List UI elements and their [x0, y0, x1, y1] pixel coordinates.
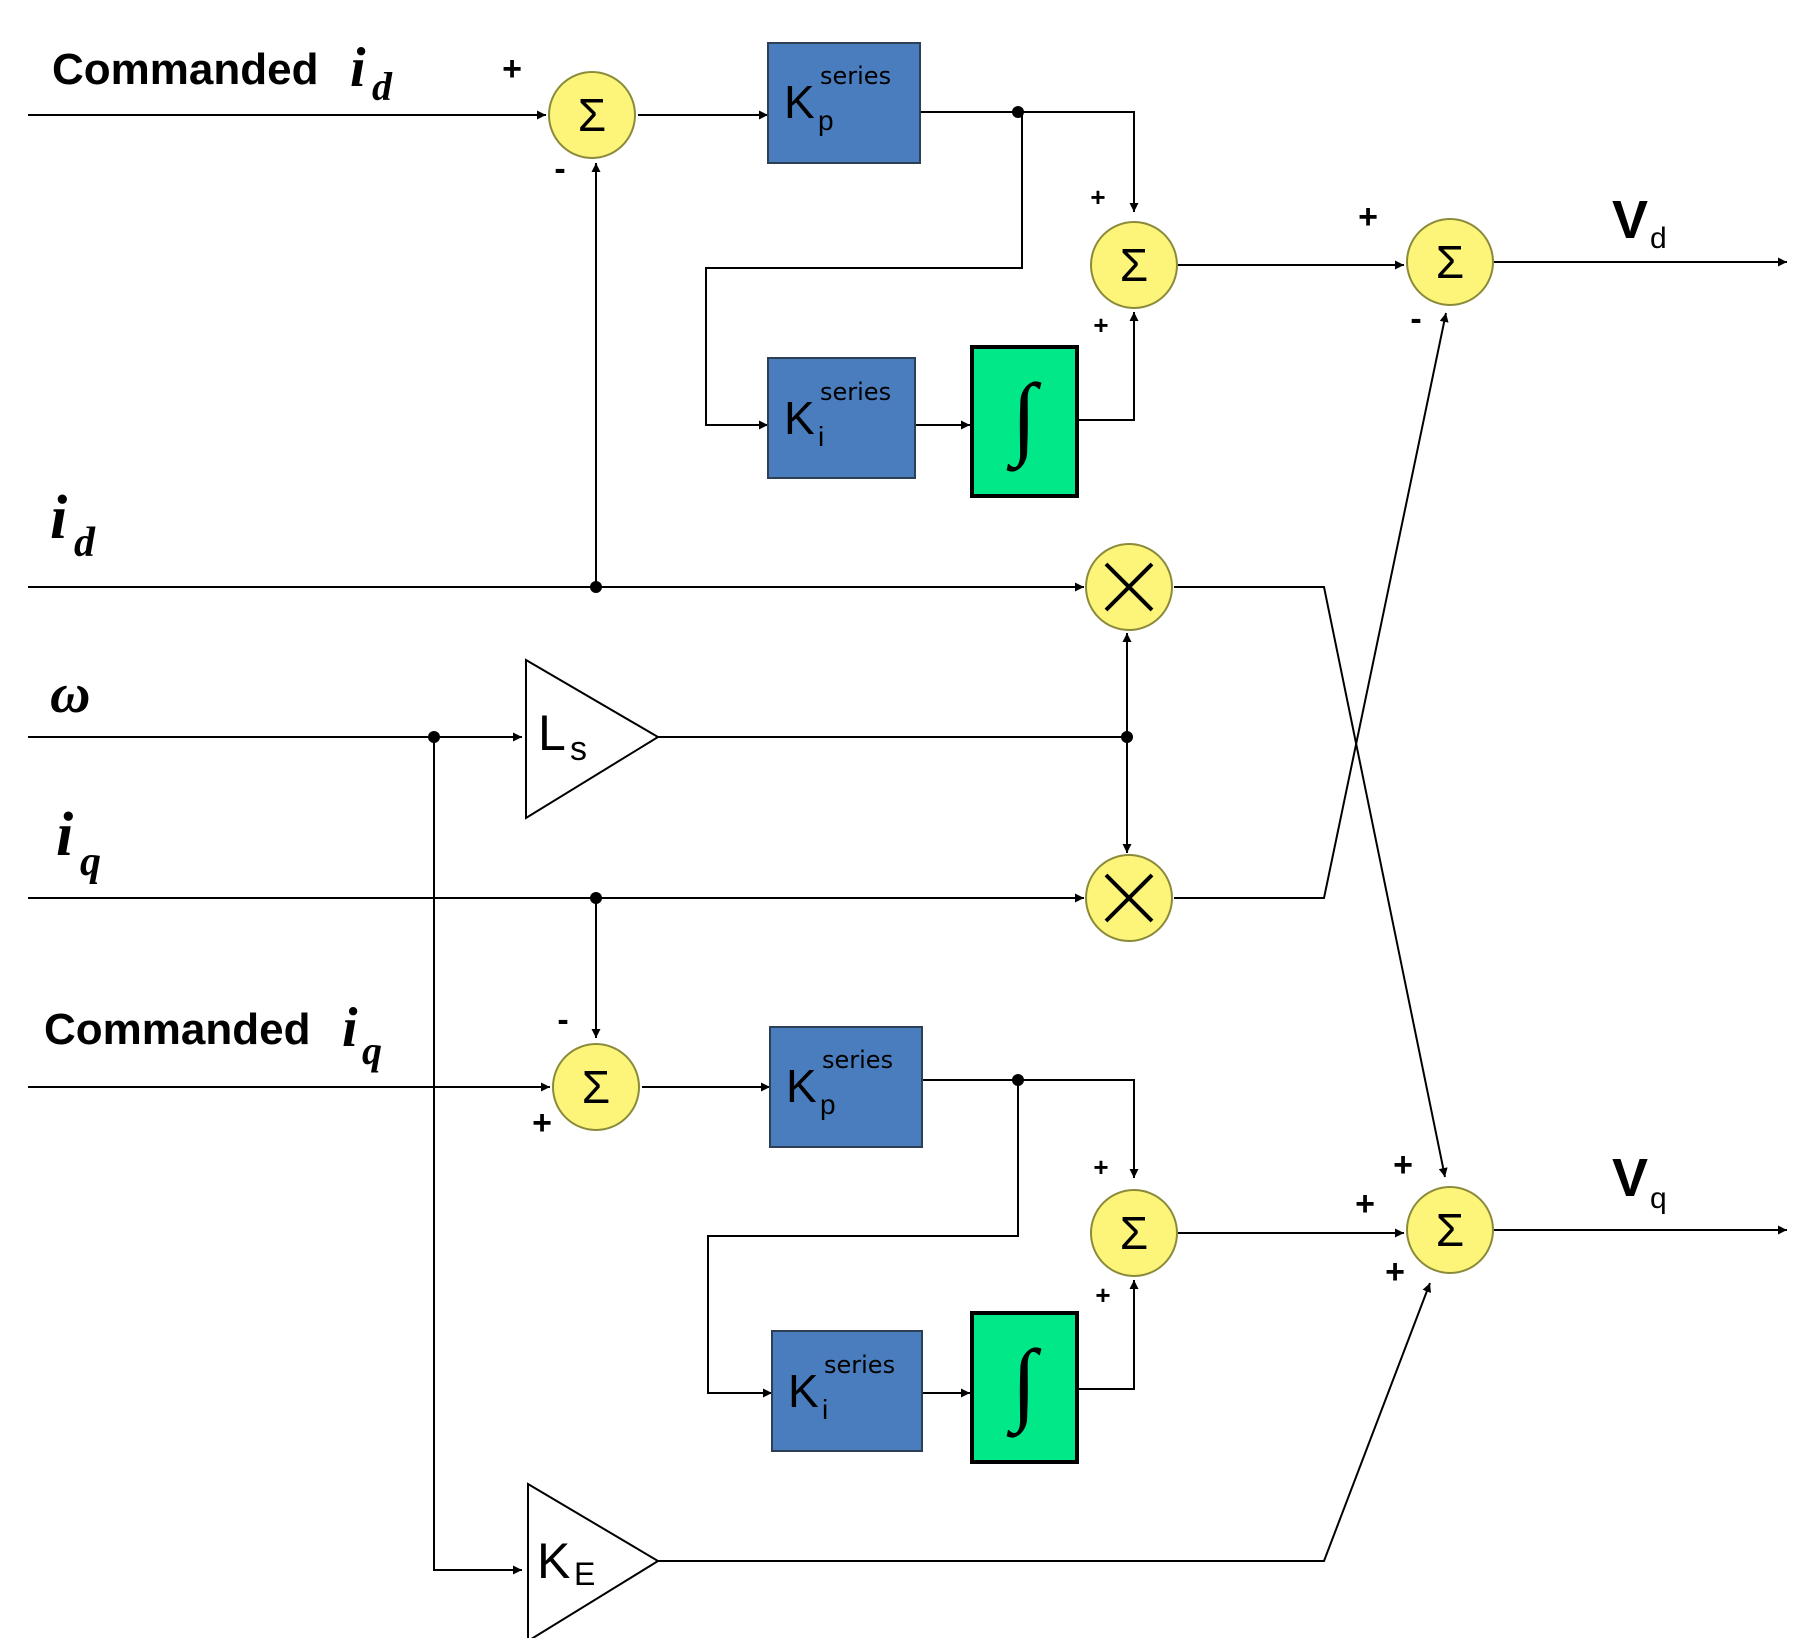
svg-text:∫: ∫ [1006, 365, 1041, 472]
wires [28, 110, 1787, 1575]
multiplier-id-omega [1085, 543, 1173, 631]
gain-ls: L s [525, 658, 660, 820]
sum-error-q: Σ [552, 1043, 640, 1131]
sign-labels: + - + + + - - + + + + + + [502, 50, 1422, 1310]
svg-text:+: + [1090, 182, 1105, 212]
block-ki-q: K i series [771, 1330, 923, 1452]
svg-text:Σ: Σ [1120, 239, 1148, 291]
block-kp-d: K p series [767, 42, 921, 164]
svg-text:Σ: Σ [582, 1061, 610, 1113]
svg-text:K: K [786, 1060, 817, 1112]
gain-ke: K E [527, 1482, 660, 1638]
wire-kp-d-to-sum [1022, 111, 1139, 212]
sum-pi-q: Σ [1090, 1189, 1178, 1277]
svg-text:+: + [1393, 1146, 1413, 1184]
svg-text:Σ: Σ [578, 89, 606, 141]
label-vd: V d [1612, 190, 1667, 255]
svg-text:+: + [1358, 198, 1378, 236]
integrator-d: ∫ [970, 345, 1079, 498]
svg-text:i: i [50, 484, 67, 552]
svg-text:+: + [1355, 1185, 1375, 1223]
svg-text:K: K [784, 76, 815, 128]
svg-text:series: series [824, 1351, 895, 1379]
junction-ls [1121, 731, 1133, 743]
svg-text:series: series [820, 378, 891, 406]
svg-text:i: i [822, 1394, 828, 1425]
svg-text:p: p [818, 105, 834, 136]
svg-text:p: p [820, 1089, 836, 1120]
wire-mult-id-to-vq [1174, 586, 1448, 1178]
svg-text:+: + [532, 1104, 552, 1142]
junction-kp-q [1012, 1074, 1024, 1086]
wire-kp-q-to-sum [1018, 1079, 1139, 1178]
block-kp-q: K p series [769, 1026, 923, 1148]
label-iq: i q [56, 801, 101, 885]
svg-text:L: L [538, 705, 566, 761]
wire-mult-iq-to-vd [1174, 312, 1449, 899]
svg-text:Commanded: Commanded [44, 1005, 310, 1054]
wire-kp-q-to-ki [707, 1080, 1019, 1398]
svg-text:s: s [570, 730, 587, 768]
label-id: i d [50, 484, 96, 566]
svg-text:d: d [1650, 222, 1667, 255]
svg-text:V: V [1612, 190, 1648, 250]
svg-text:-: - [557, 1001, 568, 1039]
svg-text:i: i [818, 421, 824, 452]
svg-text:Σ: Σ [1120, 1207, 1148, 1259]
wire-kp-d-to-ki [705, 112, 1023, 430]
svg-text:K: K [788, 1365, 819, 1417]
label-commanded-iq: Commanded i q [44, 997, 382, 1073]
svg-text:q: q [80, 839, 101, 885]
svg-text:+: + [1093, 1152, 1108, 1182]
svg-text:E: E [574, 1556, 595, 1592]
svg-text:q: q [362, 1028, 382, 1073]
junction-omega [428, 731, 440, 743]
wire-int-d-to-sum [1077, 312, 1139, 421]
sum-out-d: Σ [1406, 218, 1494, 306]
label-vq: V q [1612, 1148, 1667, 1215]
wire-int-q-to-sum [1077, 1280, 1139, 1390]
svg-text:Commanded: Commanded [52, 45, 318, 94]
svg-text:+: + [1093, 310, 1108, 340]
svg-text:i: i [350, 37, 366, 99]
label-commanded-id: Commanded i d [52, 37, 393, 109]
svg-text:∫: ∫ [1006, 1331, 1041, 1438]
junction-kp-d [1012, 106, 1024, 118]
sum-error-d: Σ [548, 71, 636, 159]
sum-out-q: Σ [1406, 1186, 1494, 1274]
svg-text:series: series [822, 1046, 893, 1074]
junction-id [590, 581, 602, 593]
multiplier-iq-omega [1085, 854, 1173, 942]
svg-text:i: i [56, 801, 73, 869]
svg-text:V: V [1612, 1148, 1648, 1208]
junction-iq [590, 892, 602, 904]
label-omega: ω [50, 663, 91, 725]
integrator-q: ∫ [970, 1311, 1079, 1464]
svg-text:i: i [342, 997, 358, 1059]
svg-text:+: + [1095, 1280, 1110, 1310]
svg-text:d: d [74, 520, 96, 566]
svg-text:Σ: Σ [1436, 1204, 1464, 1256]
block-ki-d: K i series [767, 357, 916, 479]
svg-text:K: K [537, 1533, 570, 1589]
svg-text:K: K [784, 392, 815, 444]
wire-omega-to-ke [433, 737, 522, 1575]
svg-text:-: - [1410, 300, 1421, 338]
svg-text:Σ: Σ [1436, 236, 1464, 288]
svg-text:d: d [372, 64, 393, 109]
svg-text:series: series [820, 62, 891, 90]
svg-text:q: q [1650, 1182, 1667, 1215]
sum-pi-d: Σ [1090, 221, 1178, 309]
junction-dots [428, 106, 1133, 1086]
svg-text:ω: ω [50, 663, 91, 725]
svg-text:-: - [554, 150, 565, 188]
svg-text:+: + [502, 50, 522, 88]
wire-ke-to-out-sum [658, 1282, 1431, 1562]
svg-text:+: + [1385, 1253, 1405, 1291]
